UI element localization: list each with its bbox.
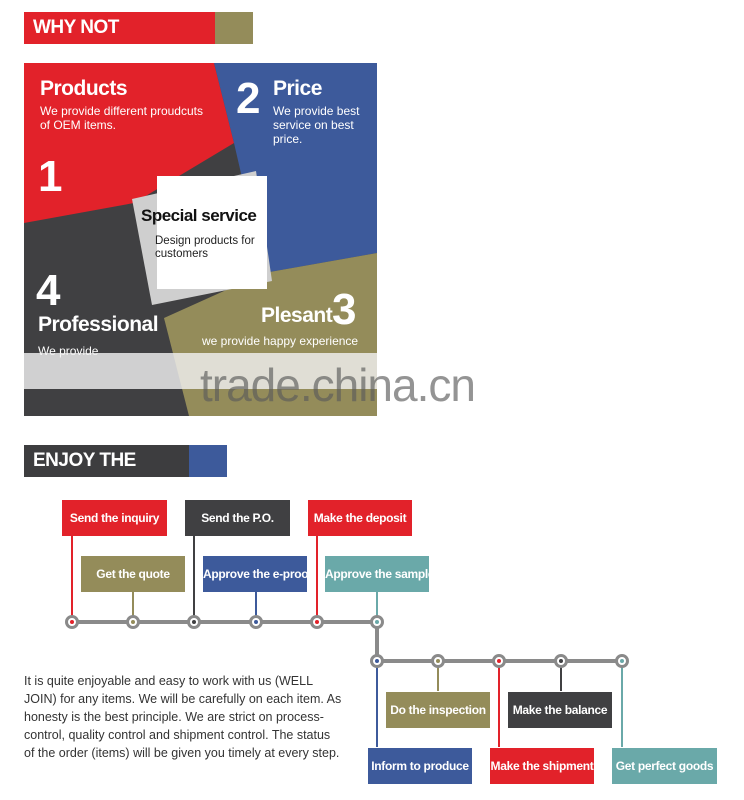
dot-approve-eproof: [249, 615, 263, 629]
connector-send-inquiry: [71, 536, 73, 622]
dot-do-inspection: [431, 654, 445, 668]
connector-do-inspection: [437, 661, 439, 691]
plesant-title: Plesant: [261, 304, 333, 327]
connector-get-goods: [621, 661, 623, 747]
step-send-po: Send the P.O.: [185, 500, 290, 536]
products-title: Products: [40, 77, 128, 100]
special-box: [157, 176, 267, 289]
products-panel: [24, 63, 234, 223]
products-desc: We provide different proudcuts of OEM it…: [40, 104, 203, 132]
dot-make-shipment: [492, 654, 506, 668]
order-description: It is quite enjoyable and easy to work w…: [24, 674, 342, 760]
professional-number: 4: [36, 266, 61, 315]
dot-make-deposit: [310, 615, 324, 629]
header-enjoy-order-label: ENJOY THE ORDER: [24, 445, 189, 503]
header-why-not-accent: [215, 12, 253, 44]
plesant-number: 3: [332, 285, 357, 334]
watermark-band: [24, 353, 377, 389]
step-approve-sample: Approve the sample: [325, 556, 435, 592]
price-number: 2: [236, 74, 261, 123]
step-get-quote: Get the quote: [81, 556, 185, 592]
timeline-top: [71, 620, 378, 624]
feature-graphic: Special service Design products for cust…: [24, 63, 377, 416]
header-why-not: WHY NOT WELLJOIN?: [24, 12, 253, 70]
dot-send-inquiry: [65, 615, 79, 629]
price-title: Price: [273, 77, 322, 100]
dot-make-balance: [554, 654, 568, 668]
step-make-deposit: Make the deposit: [308, 500, 412, 536]
step-inform-produce: Inform to produce: [368, 748, 472, 784]
step-send-inquiry: Send the inquiry: [62, 500, 167, 536]
dot-send-po: [187, 615, 201, 629]
special-desc: Design products for customers: [155, 235, 255, 260]
connector-inform-produce: [376, 661, 378, 747]
special-title: Special service: [141, 206, 257, 225]
step-make-balance: Make the balance: [508, 692, 612, 728]
timeline-drop: [375, 620, 379, 662]
price-desc: We provide best service on best price.: [273, 104, 360, 146]
connector-approve-eproof: [255, 592, 257, 622]
products-number: 1: [38, 152, 63, 201]
plesant-desc: we provide happy experience: [202, 334, 359, 348]
connector-make-balance: [560, 661, 562, 691]
professional-title: Professional: [38, 313, 159, 336]
connector-send-po: [193, 536, 195, 622]
connector-make-deposit: [316, 536, 318, 622]
dot-get-quote: [126, 615, 140, 629]
connector-get-quote: [132, 592, 134, 622]
step-do-inspection: Do the inspection: [386, 692, 490, 728]
header-why-not-label: WHY NOT WELLJOIN?: [24, 12, 215, 70]
connector-make-shipment: [498, 661, 500, 747]
step-make-shipment: Make the shipment: [490, 748, 594, 784]
watermark-text: trade.china.cn: [200, 359, 476, 411]
dot-approve-sample: [370, 615, 384, 629]
step-get-goods: Get perfect goods: [612, 748, 717, 784]
connector-approve-sample: [376, 592, 378, 622]
dot-inform-produce: [370, 654, 384, 668]
header-enjoy-order-accent: [189, 445, 227, 477]
header-enjoy-order: ENJOY THE ORDER: [24, 445, 227, 503]
step-approve-eproof: Approve the e-proof: [203, 556, 312, 592]
dot-get-goods: [615, 654, 629, 668]
